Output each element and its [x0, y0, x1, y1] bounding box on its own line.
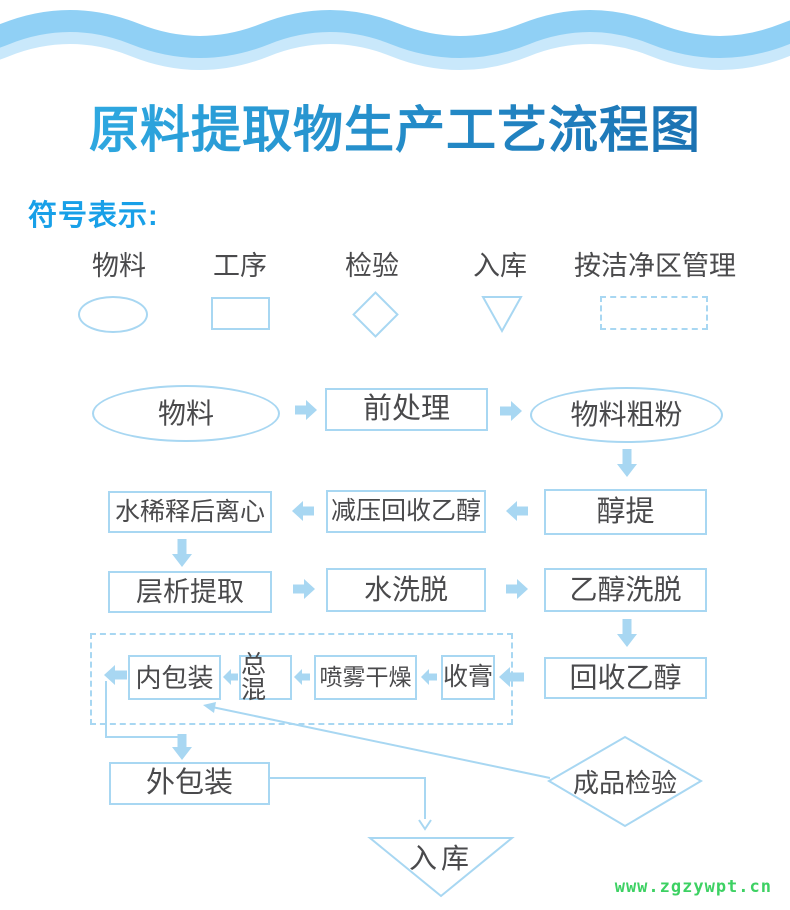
arrow-into-outer-packaging [172, 734, 192, 760]
arrow-ethanol-elution-down [617, 619, 637, 647]
arrow-pretreatment-to-coarse-powder [500, 401, 522, 421]
node-final-inspection-label: 成品检验 [572, 767, 677, 798]
arrow-chromatography-to-water-elution [293, 579, 315, 599]
node-spray-drying: 喷雾干燥 [314, 655, 417, 700]
legend-ellipse-icon [78, 296, 148, 333]
arrow-coarse-powder-down [617, 449, 637, 477]
page-title: 原料提取物生产工艺流程图 [0, 90, 790, 158]
node-paste-collection: 收膏 [441, 655, 495, 700]
arrow-alcohol-to-recovery [506, 501, 528, 521]
arrowhead-warehousing [418, 819, 432, 831]
wave-header [0, 10, 790, 70]
node-water-dilution-centrifuge: 水稀释后离心 [108, 491, 272, 533]
arrow-recovery-to-dilution [292, 501, 314, 521]
node-chromatography-extraction: 层析提取 [108, 571, 272, 613]
legend-label-clean-area: 按洁净区管理 [574, 251, 736, 281]
node-total-mixing: 总混 [239, 652, 292, 702]
arrow-material-to-pretreatment [295, 400, 317, 420]
node-ethanol-recovery: 回收乙醇 [544, 657, 707, 699]
node-ethanol-elution: 乙醇洗脱 [544, 568, 707, 612]
wave-medium-band [0, 10, 790, 58]
arrow-water-elution-to-ethanol-elution [506, 579, 528, 599]
node-water-elution: 水洗脱 [326, 568, 486, 612]
legend-label-warehouse: 入库 [473, 251, 527, 281]
watermark: www.zgzywpt.cn [614, 877, 772, 897]
legend-diamond-icon [352, 291, 399, 338]
arrow-dilution-down [172, 539, 192, 567]
legend-heading: 符号表示: [28, 200, 159, 232]
node-vacuum-ethanol-recovery: 减压回收乙醇 [326, 490, 486, 533]
legend-label-material: 物料 [92, 251, 146, 281]
legend-label-process: 工序 [213, 251, 267, 281]
node-inner-packaging: 内包装 [128, 655, 221, 700]
wave-light-band [0, 22, 790, 70]
legend-triangle-icon [481, 296, 523, 334]
node-pretreatment: 前处理 [325, 388, 488, 431]
node-material: 物料 [92, 385, 280, 442]
legend-rect-icon [211, 297, 270, 330]
node-outer-packaging: 外包装 [109, 762, 270, 805]
node-alcohol-extraction: 醇提 [544, 489, 707, 535]
node-coarse-powder: 物料粗粉 [530, 387, 723, 443]
legend-label-inspection: 检验 [345, 251, 399, 281]
connector-outer-to-warehousing [270, 777, 426, 819]
node-warehousing-label: 入库 [408, 843, 473, 874]
legend-dashed-rect-icon [600, 296, 708, 330]
